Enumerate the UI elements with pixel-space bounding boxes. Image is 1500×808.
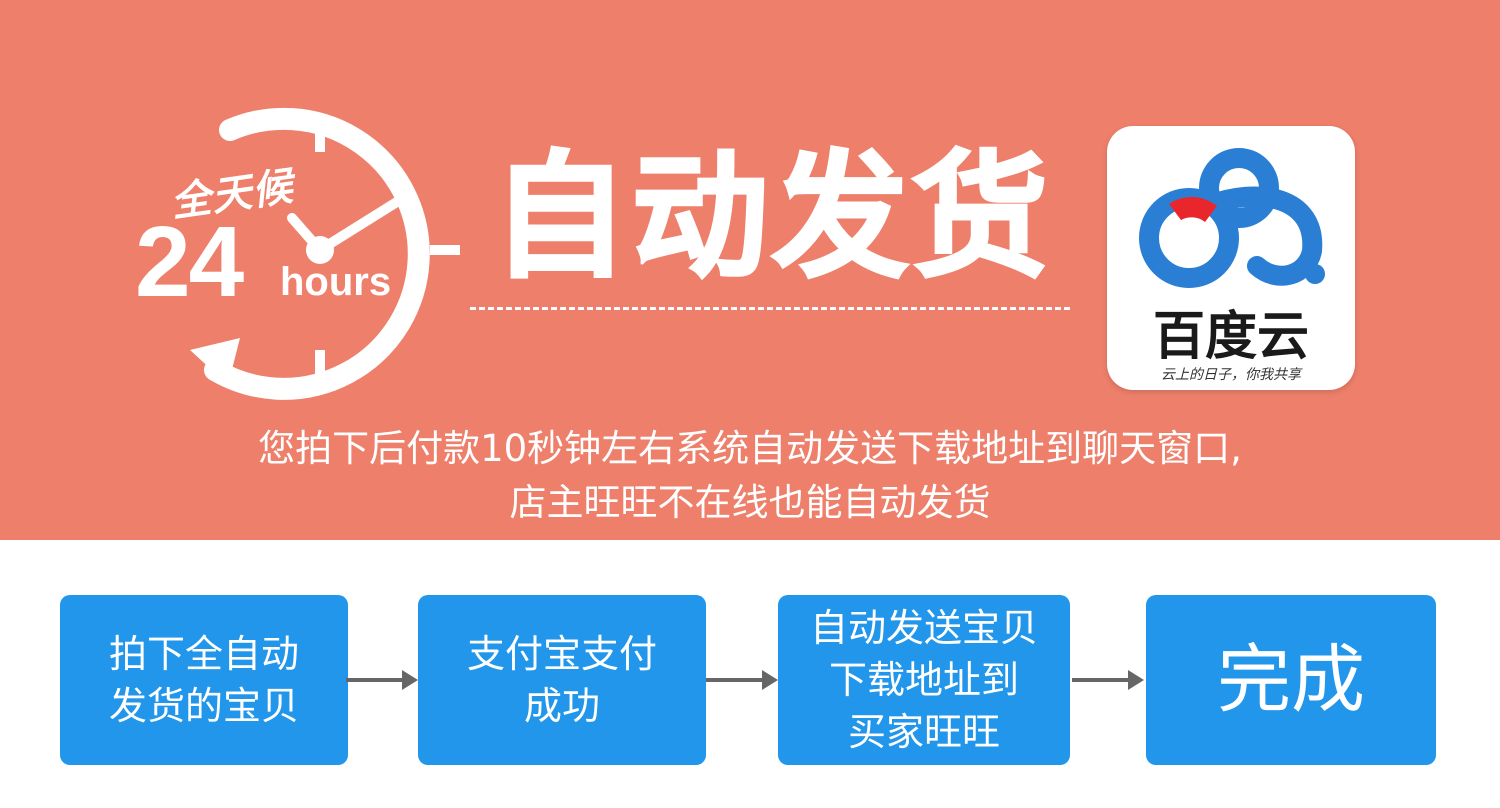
headline: 自动发货 [491,138,1052,299]
cloud-logo-icon [1139,148,1325,288]
step-2-label: 支付宝支付 成功 [466,632,657,728]
clock-icon [190,107,460,400]
step-4-box: 完成 [1146,595,1436,765]
arrow-right-icon [346,670,418,690]
process-steps: 拍下全自动 发货的宝贝 支付宝支付 成功 自动发送宝贝 下载地址到 买家旺旺 完… [0,595,1500,765]
step-4-label: 完成 [1217,637,1365,723]
clock-badge-number: 24 [135,206,244,318]
logo-name: 百度云 [1152,307,1309,367]
description-line-2: 店主旺旺不在线也能自动发货 [509,481,991,524]
logo-slogan: 云上的日子，你我共享 [1161,367,1301,383]
step-1-label: 拍下全自动 发货的宝贝 [108,632,299,728]
step-2-box: 支付宝支付 成功 [418,595,706,765]
step-3-label: 自动发送宝贝 下载地址到 买家旺旺 [809,606,1038,754]
step-1-box: 拍下全自动 发货的宝贝 [60,595,348,765]
baidu-cloud-logo: 百度云 云上的日子，你我共享 [1107,126,1355,390]
headline-underline-divider [470,307,1070,310]
step-3-box: 自动发送宝贝 下载地址到 买家旺旺 [778,595,1070,765]
arrow-right-icon [1072,670,1144,690]
banner: 全天候 24 hours 自动发货 百度云 云上的日子，你我共享 您拍下后付款1… [0,0,1500,540]
arrow-right-icon [706,670,778,690]
description: 您拍下后付款10秒钟左右系统自动发送下载地址到聊天窗口, 店主旺旺不在线也能自动… [0,422,1500,530]
clock-badge-unit: hours [280,260,392,304]
description-line-1: 您拍下后付款10秒钟左右系统自动发送下载地址到聊天窗口, [258,427,1242,470]
